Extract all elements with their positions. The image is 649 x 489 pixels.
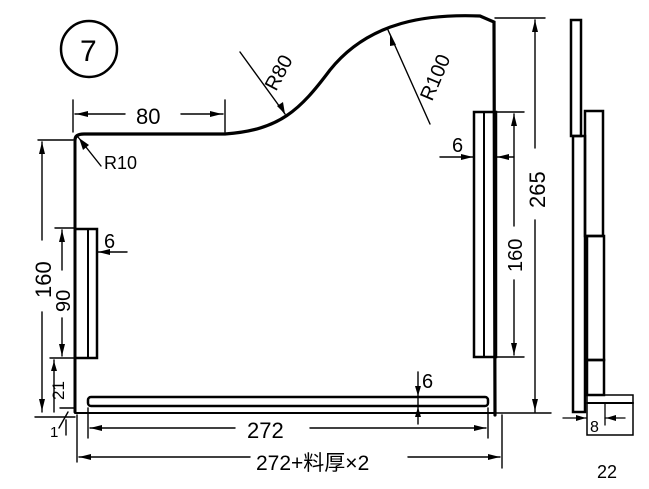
arrowhead	[532, 20, 538, 32]
dim-label-r80: R80	[261, 52, 298, 95]
bottom-strip	[86, 395, 490, 408]
arrowhead	[415, 386, 421, 396]
dim-r80-leader	[239, 51, 286, 115]
dim-label-right-160: 160	[505, 239, 527, 272]
arrowhead	[488, 454, 500, 460]
dim-r100-leader	[387, 29, 431, 125]
dim-label-bottom-6: 6	[422, 371, 433, 393]
side-base-block	[586, 394, 634, 436]
arrowhead	[511, 114, 517, 126]
arrowhead	[461, 154, 473, 160]
side-bottom-strip	[585, 358, 606, 397]
dim-label-right-6: 6	[452, 135, 463, 157]
dim-label-1: 1	[50, 424, 58, 441]
dim-label-90: 90	[53, 290, 75, 312]
arrowhead	[415, 407, 421, 417]
arrowhead	[39, 399, 45, 411]
dim-label-265: 265	[525, 171, 550, 208]
dim-label-r100: R100	[416, 51, 455, 104]
dim-label-r10: R10	[104, 153, 137, 173]
arrowhead	[532, 399, 538, 411]
arrowhead	[39, 142, 45, 154]
figure-number-circle	[59, 19, 119, 79]
arrowhead	[76, 111, 88, 117]
figure-number: 7	[80, 35, 97, 68]
side-top-board	[569, 18, 583, 138]
dim-label-80: 80	[136, 104, 160, 129]
arrowhead	[497, 154, 509, 160]
arrowhead	[511, 343, 517, 355]
dim-1-leader	[58, 411, 69, 429]
arrowhead	[59, 344, 65, 356]
side-lower-strip	[585, 234, 606, 362]
arrowhead	[576, 415, 586, 421]
dim-label-22: 22	[597, 462, 617, 482]
arrowhead	[59, 230, 65, 242]
side-upper-strip	[583, 109, 605, 238]
arrowhead	[90, 425, 102, 431]
dim-label-overall-width: 272+料厚×2	[256, 452, 369, 475]
dim-label-272: 272	[247, 418, 284, 443]
arrowhead	[474, 425, 486, 431]
top-curved-profile	[73, 14, 497, 417]
dim-label-left-6: 6	[104, 231, 115, 253]
arrowhead	[390, 33, 396, 46]
side-main-board	[571, 134, 587, 414]
arrowhead	[79, 454, 91, 460]
right-strip	[472, 110, 498, 359]
arrowhead	[606, 415, 616, 421]
arrowhead	[79, 138, 89, 150]
left-strip	[73, 227, 99, 360]
arrowhead	[98, 249, 110, 255]
dim-label-left-160: 160	[31, 261, 56, 298]
arrowhead	[51, 361, 57, 371]
arrowhead	[277, 102, 285, 114]
arrowhead	[210, 111, 222, 117]
dim-label-21: 21	[49, 381, 68, 400]
dim-label-8: 8	[590, 419, 599, 436]
